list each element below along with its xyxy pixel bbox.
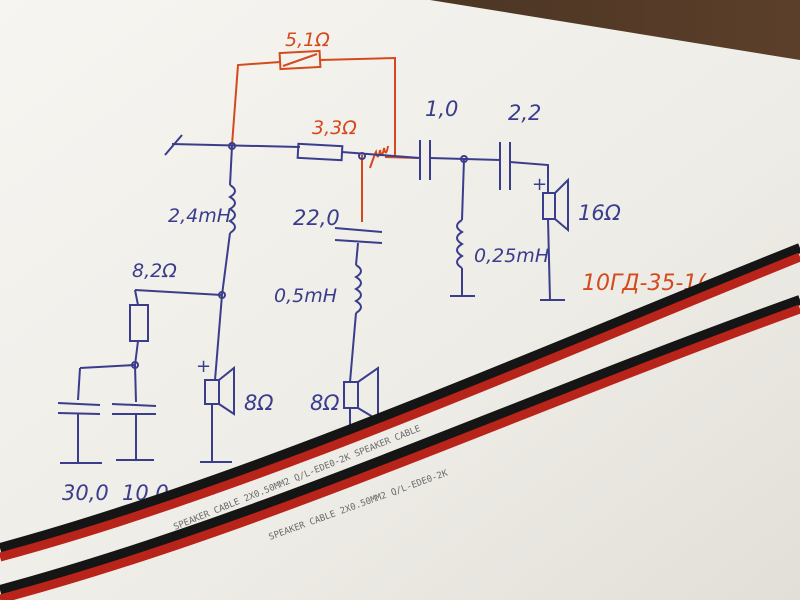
label-plus-woofer: + xyxy=(196,356,211,377)
inductor-2-4mh xyxy=(228,184,236,234)
label-tweeter-imp: 16Ω xyxy=(578,201,621,225)
labels-group: 5,1Ω 3,3Ω 1,0 2,2 2,4mH 22,0 0,25mH 16Ω … xyxy=(62,29,707,505)
cap-22-0 xyxy=(334,227,383,244)
label-l-tweeter: 0,25mH xyxy=(474,245,549,267)
label-c-series-1: 1,0 xyxy=(425,97,458,121)
cap-30-0 xyxy=(57,402,101,415)
label-r-bass: 8,2Ω xyxy=(132,260,177,282)
resistor-5-1-ohm xyxy=(278,49,322,71)
cap-2-2 xyxy=(499,142,511,190)
speaker-cable-2 xyxy=(0,295,800,600)
resistor-8-2-ohm xyxy=(129,304,149,342)
label-woofer-imp: 8Ω xyxy=(244,391,273,415)
label-c-series-2: 2,2 xyxy=(508,101,541,125)
speaker-cable-1 xyxy=(0,243,800,562)
label-plus-tweeter: + xyxy=(532,174,547,195)
label-r-series: 3,3Ω xyxy=(312,117,357,139)
cap-1-0 xyxy=(419,140,431,180)
label-r-parallel: 5,1Ω xyxy=(285,29,330,51)
label-c-mid: 22,0 xyxy=(293,206,340,230)
label-mid-imp: 8Ω xyxy=(310,391,339,415)
cap-10-0 xyxy=(111,403,157,415)
inductor-0-25mh xyxy=(456,219,464,269)
label-l-main: 2,4mH xyxy=(168,205,231,227)
label-c-bass-1: 30,0 xyxy=(62,481,109,505)
blue-ink-schematic xyxy=(57,134,569,464)
label-l-mid: 0,5mH xyxy=(274,285,337,307)
inductor-0-5mh xyxy=(354,264,362,314)
resistor-3-3-ohm xyxy=(296,142,344,162)
